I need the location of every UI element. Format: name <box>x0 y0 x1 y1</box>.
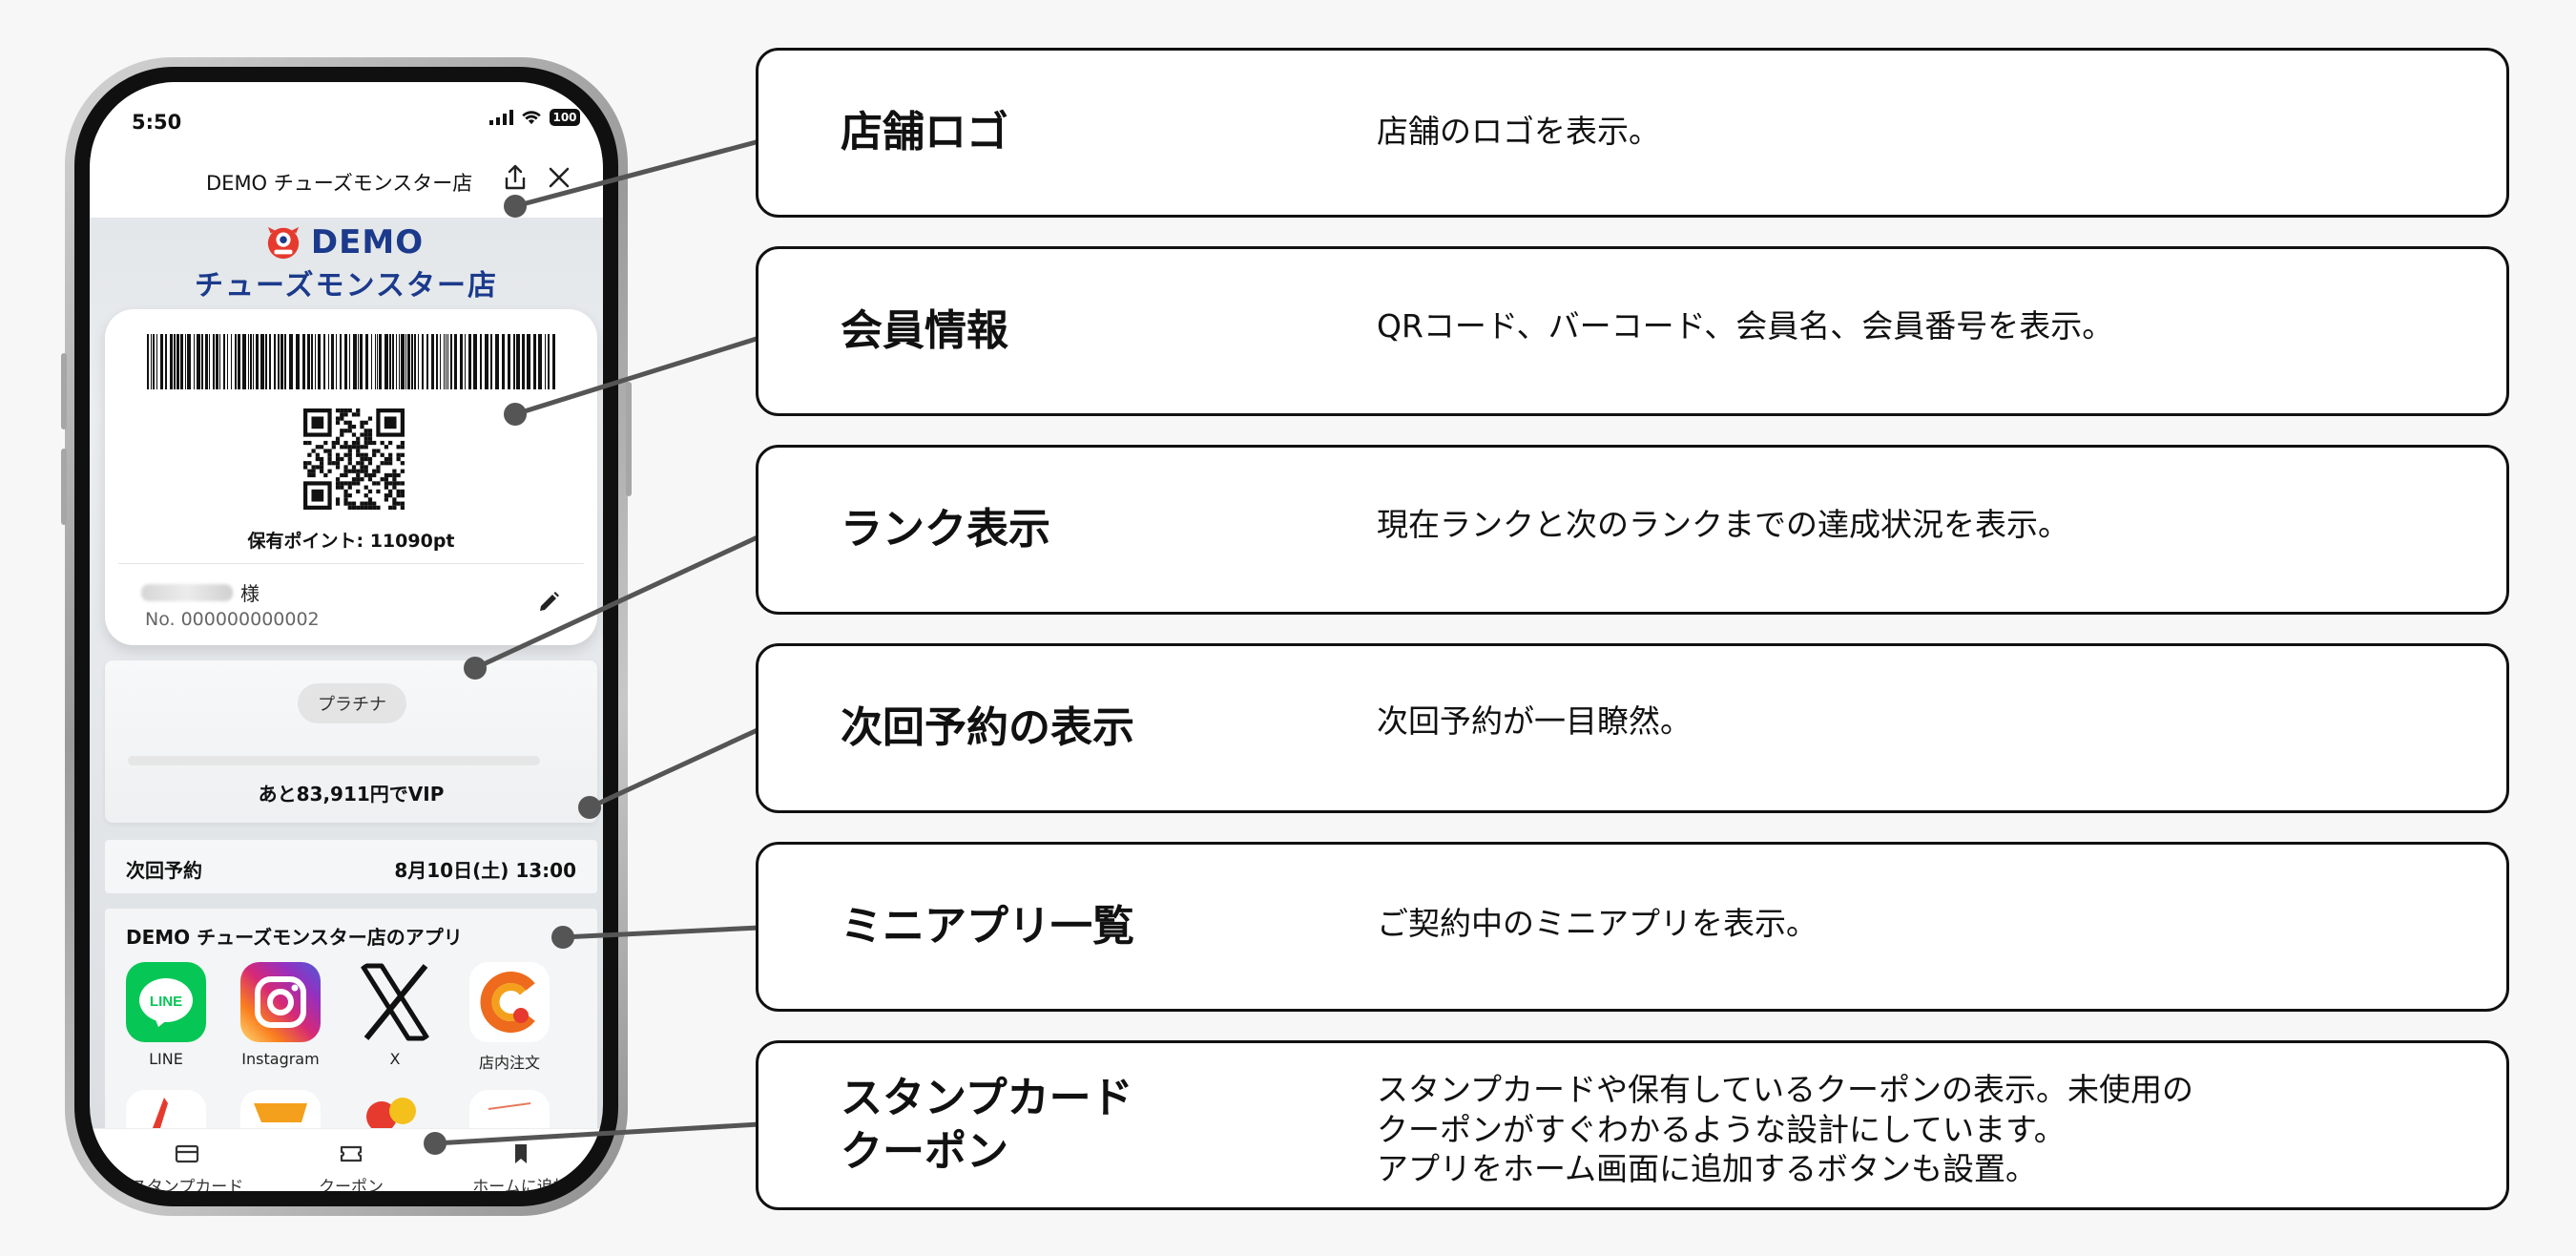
callout-next-reservation: 次回予約の表示 次回予約が一目瞭然。 <box>756 643 2509 813</box>
mini-app-label: 店内注文 <box>478 1054 540 1072</box>
rank-next-text: あと83,911円でVIP <box>258 783 445 806</box>
status-bar: 5:50 100 <box>90 82 603 139</box>
member-name: 様 <box>141 578 260 606</box>
qr-code <box>303 408 405 510</box>
callout-mini-apps: ミニアプリ一覧 ご契約中のミニアプリを表示。 <box>756 842 2509 1012</box>
header-title: DEMO チューズモンスター店 <box>206 172 473 195</box>
logo-text-demo: DEMO <box>310 223 425 262</box>
svg-text:LINE: LINE <box>150 994 182 1010</box>
close-icon[interactable] <box>544 162 574 193</box>
status-time: 5:50 <box>132 111 182 134</box>
logo-text-store: チューズモンスター店 <box>195 269 498 303</box>
callout-title: 次回予約の表示 <box>841 703 1134 752</box>
tab-stamp-card[interactable]: スタンプカード <box>111 1142 263 1191</box>
barcode <box>147 334 555 389</box>
mini-app-partial[interactable] <box>355 1090 435 1128</box>
battery-icon: 100 <box>550 109 580 126</box>
callout-title: スタンプカード クーポン <box>841 1072 1133 1180</box>
callout-description: スタンプカードや保有しているクーポンの表示。未使用の クーポンがすぐわかるような… <box>1377 1070 2193 1189</box>
share-icon[interactable] <box>500 162 530 193</box>
status-icons: 100 <box>489 109 580 126</box>
callout-description-line: アプリをホーム画面に追加するボタンも設置。 <box>1377 1150 2038 1188</box>
callout-description: QRコード、バーコード、会員名、会員番号を表示。 <box>1377 307 2114 345</box>
callout-stamp-coupon: スタンプカード クーポン スタンプカードや保有しているクーポンの表示。未使用の … <box>756 1040 2509 1210</box>
callout-description: ご契約中のミニアプリを表示。 <box>1377 905 1818 942</box>
callout-description: 現在ランクと次のランクまでの達成状況を表示。 <box>1377 506 2069 543</box>
callout-description: 店舗のロゴを表示。 <box>1377 113 1660 150</box>
wifi-icon <box>522 111 541 125</box>
callout-description-line: クーポンがすぐわかるような設計にしています。 <box>1377 1110 2066 1148</box>
phone-power-button <box>626 382 632 496</box>
tab-label: スタンプカード <box>130 1178 244 1191</box>
tab-label: クーポン <box>319 1178 384 1191</box>
mini-app-label: Instagram <box>241 1050 320 1068</box>
callout-description-line: スタンプカードや保有しているクーポンの表示。未使用の <box>1377 1071 2194 1108</box>
phone-mockup: 5:50 100 DEMO チューズモンスター店 <box>61 57 632 1216</box>
bottom-tab-bar: スタンプカード クーポン ホームに追加 <box>90 1128 603 1191</box>
coupon-icon <box>340 1145 363 1162</box>
mini-app-list-title: DEMO チューズモンスター店のアプリ <box>126 926 463 949</box>
card-divider <box>118 563 584 564</box>
phone-screen: 5:50 100 DEMO チューズモンスター店 <box>90 82 603 1191</box>
mini-app-partial[interactable] <box>469 1090 550 1128</box>
mini-app-partial[interactable] <box>240 1090 321 1128</box>
callout-rank: ランク表示 現在ランクと次のランクまでの達成状況を表示。 <box>756 445 2509 615</box>
callout-title: 店舗ロゴ <box>841 108 1008 157</box>
rank-panel: プラチナ あと83,911円でVIP <box>105 660 597 823</box>
in-store-order-icon <box>469 962 550 1042</box>
edit-pencil-icon[interactable] <box>536 590 561 615</box>
member-name-blurred <box>141 583 233 601</box>
mini-app-label: X <box>389 1050 401 1068</box>
reservation-datetime: 8月10日(土) 13:00 <box>394 859 576 882</box>
points-balance: 保有ポイント: 11090pt <box>247 531 455 552</box>
member-honorific: 様 <box>240 582 260 605</box>
mini-app-line[interactable]: LINE LINE <box>122 962 210 1068</box>
mini-app-partial[interactable] <box>126 1090 206 1128</box>
phone-volume-up-button <box>61 353 67 429</box>
callout-member-info: 会員情報 QRコード、バーコード、会員名、会員番号を表示。 <box>756 246 2509 416</box>
callout-title-line: クーポン <box>841 1127 1008 1177</box>
store-logo: DEMO チューズモンスター店 <box>90 223 603 303</box>
next-reservation[interactable]: 次回予約 8月10日(土) 13:00 <box>105 840 597 893</box>
tab-add-to-home[interactable]: ホームに追加 <box>445 1142 597 1191</box>
callout-title: ランク表示 <box>841 505 1050 554</box>
monster-mascot-icon <box>267 226 300 260</box>
rank-progress-bar <box>128 756 540 765</box>
rank-badge: プラチナ <box>298 683 406 723</box>
callout-title-line: スタンプカード <box>841 1074 1133 1122</box>
reservation-label: 次回予約 <box>126 859 202 882</box>
member-card: 保有ポイント: 11090pt 様 No. 000000000002 <box>105 309 597 645</box>
tab-coupon[interactable]: クーポン <box>275 1142 427 1191</box>
member-number: No. 000000000002 <box>145 609 320 630</box>
stamp-card-icon <box>175 1144 199 1163</box>
line-icon: LINE <box>126 962 206 1042</box>
bookmark-icon <box>515 1144 527 1163</box>
tab-label: ホームに追加 <box>472 1178 570 1191</box>
x-icon <box>355 962 435 1042</box>
callout-title: 会員情報 <box>841 306 1008 355</box>
phone-volume-down-button <box>61 449 67 525</box>
callout-title: ミニアプリ一覧 <box>841 902 1134 951</box>
callout-description: 次回予約が一目瞭然。 <box>1377 702 1692 740</box>
mini-app-label: LINE <box>149 1050 183 1068</box>
callout-store-logo: 店舗ロゴ 店舗のロゴを表示。 <box>756 48 2509 218</box>
mini-app-header: DEMO チューズモンスター店 <box>90 139 603 218</box>
cellular-signal-icon <box>489 110 513 125</box>
mini-app-instagram[interactable]: Instagram <box>237 962 324 1068</box>
instagram-icon <box>240 962 321 1042</box>
mini-app-list: DEMO チューズモンスター店のアプリ LINE LINE <box>105 909 597 1138</box>
mini-app-in-store-order[interactable]: 店内注文 <box>466 962 553 1073</box>
mini-app-x[interactable]: X <box>351 962 439 1068</box>
